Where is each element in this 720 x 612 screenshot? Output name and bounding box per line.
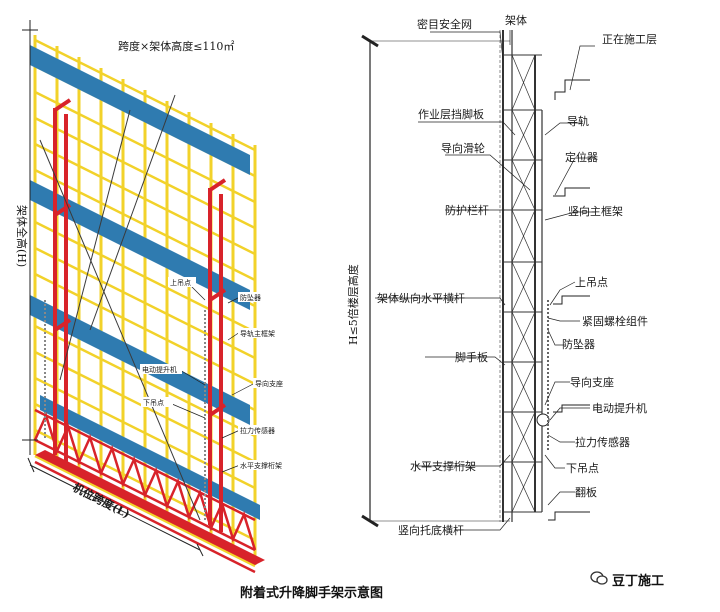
tower-brace [511, 361, 536, 413]
scaffold-isometric: 跨度×架体高度≤110㎡ 架体全高(H) 机位跨度(L) 上吊点 防坠器 导轨主… [15, 20, 294, 574]
tower-brace [511, 209, 536, 263]
diagonal-braces [39, 94, 201, 521]
label-anti-fall-device: 防坠器 [562, 337, 595, 351]
callout-bg [168, 277, 196, 287]
scaffold-ledger [34, 376, 256, 490]
callout-guide-rail-frame: 导轨主框架 [240, 329, 275, 338]
scaffold-ledger [34, 220, 256, 334]
callout-anti-fall-device: 防坠器 [240, 293, 261, 302]
scaffold-ledger [34, 454, 256, 568]
tower-brace [511, 461, 536, 513]
frame-brackets [53, 98, 227, 417]
label-electric-hoist: 电动提升机 [592, 401, 647, 415]
tower-brace [511, 109, 536, 161]
label-tension-sensor: 拉力传感器 [575, 435, 630, 449]
scaffold-ledger [34, 324, 256, 438]
label-guardrail: 防护栏杆 [445, 203, 489, 217]
callout-bg [253, 378, 293, 388]
label-guide-rail: 导轨 [567, 114, 589, 128]
callout-bg [238, 425, 286, 435]
label-vertical-main-frame: 竖向主框架 [568, 204, 623, 218]
label-bolt-assembly: 紧固螺栓组件 [582, 314, 648, 328]
brand-watermark: 豆丁施工 [612, 574, 665, 589]
label-frame: 架体 [505, 13, 527, 27]
label-safety-net: 密目安全网 [417, 17, 472, 31]
figure-caption: 附着式升降脚手架示意图 [240, 585, 383, 601]
tower-brace [511, 411, 536, 463]
scaffold-ledger [34, 38, 256, 152]
callout-bg [238, 328, 286, 338]
callout-bg [141, 397, 173, 407]
floor-slabs [548, 79, 590, 521]
guide-rails [44, 300, 206, 520]
callout-lower-hanging-point: 下吊点 [143, 399, 164, 407]
scaffold-section: H≤5倍楼层高度 [346, 13, 657, 537]
height-dimension [22, 20, 38, 455]
tower-brace [511, 261, 536, 313]
label-scaffold-board: 脚手板 [455, 350, 488, 364]
callout-horizontal-truss: 水平支撑桁架 [240, 461, 282, 470]
label-upper-hanging-point: 上吊点 [575, 276, 608, 289]
scaffold-ledger [34, 428, 256, 542]
label-guide-pulley: 导向滑轮 [441, 141, 485, 155]
bottom-truss [33, 408, 257, 574]
callout-tension-sensor: 拉力传感器 [240, 426, 275, 435]
tower-brace [511, 54, 536, 111]
callout-bg [140, 364, 182, 374]
tower-brace [511, 311, 536, 363]
leader-lines [375, 30, 595, 531]
callout-electric-hoist: 电动提升机 [142, 365, 177, 374]
h-dimension [361, 34, 510, 528]
label-bottom-crossbar: 竖向托底横杆 [398, 523, 464, 537]
scaffold-ledger [34, 116, 256, 230]
wechat-icon [590, 571, 608, 585]
callout-guide-support: 导向支座 [255, 379, 283, 388]
callout-bg [238, 460, 294, 470]
scaffold-tower [502, 30, 543, 522]
label-guide-support: 导向支座 [570, 375, 614, 389]
label-locator: 定位器 [565, 150, 598, 164]
callout-bg [238, 292, 268, 302]
label-toe-board: 作业层挡脚板 [418, 107, 484, 121]
label-lower-hanging-point: 下吊点 [566, 462, 599, 475]
main-frames [53, 108, 223, 532]
scaffold-ledger [34, 246, 256, 360]
tower-brace [511, 159, 536, 211]
bottom-platform [35, 450, 265, 565]
scaffold-ledger [34, 272, 256, 386]
area-formula: 跨度×架体高度≤110㎡ [118, 39, 234, 53]
scaffold-ledger [34, 142, 256, 256]
height-rule: H≤5倍楼层高度 [346, 264, 360, 345]
label-longitudinal-ledger: 架体纵向水平横杆 [377, 291, 465, 305]
label-flap-board: 翻板 [575, 485, 597, 499]
guard-panels [30, 45, 260, 520]
scaffold-ledger [34, 168, 256, 282]
span-dimension [27, 457, 204, 557]
label-horizontal-truss: 水平支撑桁架 [410, 459, 476, 473]
label-construction-floor: 正在施工层 [602, 33, 657, 46]
height-label: 架体全高(H) [15, 205, 29, 267]
callout-upper-hanging-point: 上吊点 [170, 278, 191, 287]
